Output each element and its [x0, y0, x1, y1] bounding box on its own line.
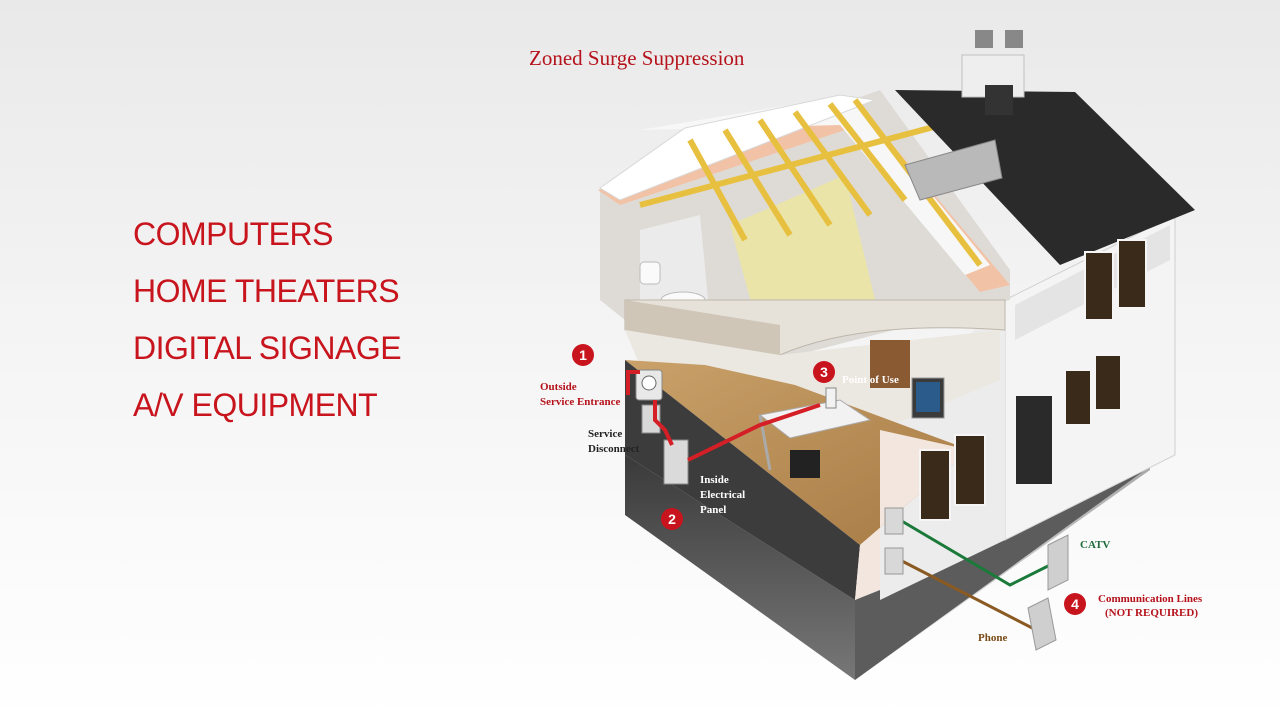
communication-lines [884, 507, 1069, 651]
catv-label: CATV [1080, 539, 1110, 551]
application-item: A/V EQUIPMENT [133, 387, 378, 423]
power-wiring [626, 370, 821, 462]
windows [919, 239, 1147, 521]
zone-2-label-line: Electrical [700, 489, 745, 501]
application-item: COMPUTERS [133, 216, 333, 252]
zone-1-badge: 1 [572, 344, 594, 366]
zone-3-badge: 3 [813, 361, 835, 383]
application-item: HOME THEATERS [133, 273, 400, 309]
phone-label: Phone [978, 632, 1007, 644]
svg-text:2: 2 [668, 511, 676, 527]
zone-2-badge: 2 [661, 508, 683, 530]
application-item: DIGITAL SIGNAGE [133, 330, 402, 366]
zone-2-label-line: Panel [700, 504, 726, 516]
zone-4-badge: 4 [1064, 593, 1086, 615]
zone-2-label-line: Inside [700, 474, 729, 486]
service-disconnect-label-line: Service [588, 428, 622, 440]
zone-1-label-line: Service Entrance [540, 396, 620, 408]
service-equipment [635, 369, 837, 485]
svg-text:3: 3 [820, 364, 828, 380]
svg-text:4: 4 [1071, 596, 1079, 612]
floor-slab [624, 299, 1006, 356]
diagram-title: Zoned Surge Suppression [529, 46, 745, 70]
zone-3-label: Point of Use [842, 374, 899, 386]
svg-text:1: 1 [579, 347, 587, 363]
zone-4-label-line: (NOT REQUIRED) [1105, 607, 1198, 619]
roof [598, 30, 1195, 292]
zone-1-label-line: Outside [540, 381, 577, 393]
zone-4-label-line: Communication Lines [1098, 593, 1203, 605]
service-disconnect-label-line: Disconnect [588, 443, 640, 455]
applications-list: COMPUTERS HOME THEATERS DIGITAL SIGNAGE … [133, 206, 402, 434]
